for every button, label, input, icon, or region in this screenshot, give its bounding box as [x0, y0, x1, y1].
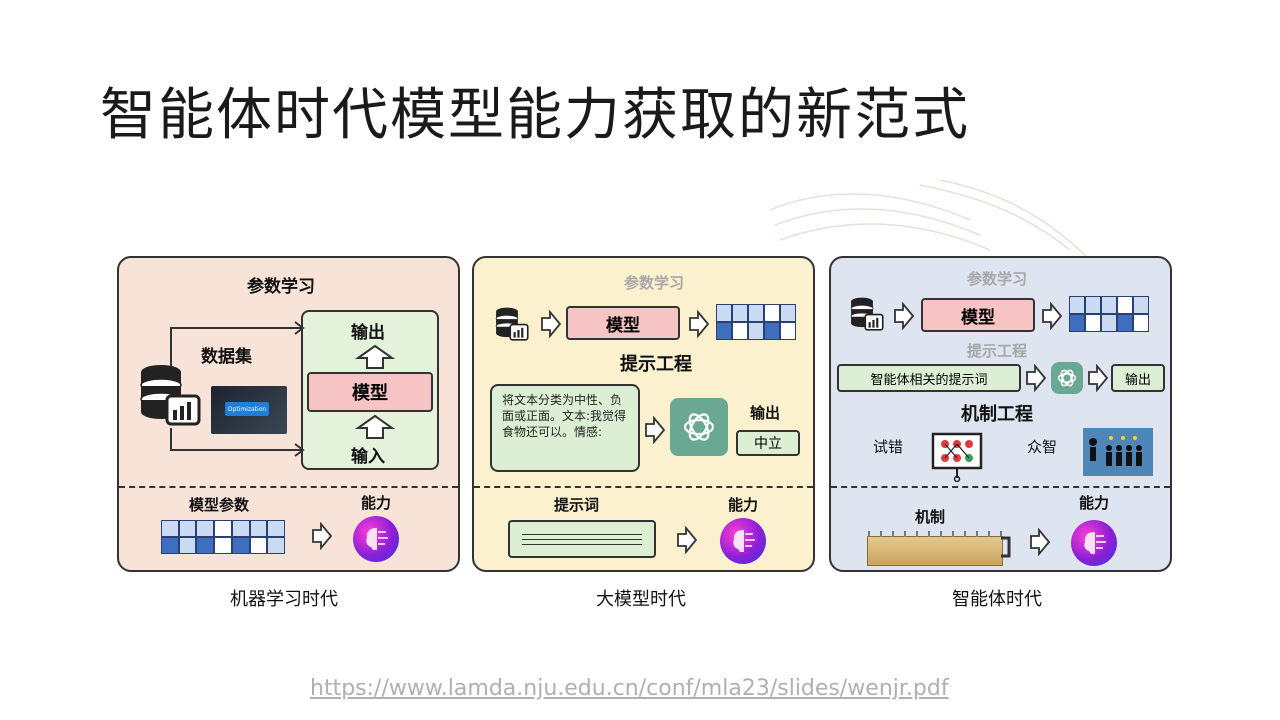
- model-box: 模型: [921, 298, 1035, 332]
- database-icon: [850, 297, 884, 331]
- prompt-engineering-label: 提示工程: [620, 354, 692, 375]
- ability-label: 能力: [728, 496, 759, 514]
- trial-label: 试错: [873, 438, 904, 456]
- divider: [831, 486, 1170, 488]
- prompt-example-text: 将文本分类为中性、负面或正面。文本:我觉得食物还可以。情感:: [502, 393, 627, 439]
- keyboard-photo: Optimization: [211, 386, 287, 434]
- right-arrow-icon: [1042, 302, 1063, 330]
- source-link[interactable]: https://www.lamda.nju.edu.cn/conf/mla23/…: [310, 676, 949, 701]
- right-arrow-icon: [1088, 364, 1109, 392]
- decorative-line-art: [770, 180, 1091, 261]
- right-arrow-icon: [1030, 528, 1051, 556]
- divider: [474, 486, 813, 488]
- panel-large-model: 参数学习 模型 提示工程 将文本分类为中性、负面或正面。文本:我觉得食物还可以。…: [472, 256, 815, 572]
- crowd-label: 众智: [1027, 438, 1058, 456]
- right-arrow-icon: [894, 302, 915, 330]
- slide-title: 智能体时代模型能力获取的新范式: [100, 83, 970, 148]
- output-value-box: 中立: [736, 430, 800, 456]
- mechanism-engineering-label: 机制工程: [961, 404, 1033, 425]
- prompt-example-box: 将文本分类为中性、负面或正面。文本:我觉得食物还可以。情感:: [490, 384, 640, 472]
- heading-param-learning-faded: 参数学习: [624, 274, 685, 292]
- prompt-word-label: 提示词: [554, 496, 600, 514]
- output-label: 输出: [750, 404, 781, 422]
- crowd-icon: [1083, 428, 1153, 476]
- output-box: 输出: [1111, 364, 1165, 392]
- panel-machine-learning: 参数学习 输出 模型 输入 数据集 Optimization 模型参数: [117, 256, 460, 572]
- caption-agent: 智能体时代: [952, 589, 1042, 610]
- heading-param-learning-faded: 参数学习: [967, 270, 1028, 288]
- right-arrow-icon: [312, 522, 333, 550]
- database-icon: [140, 365, 201, 426]
- clamp-icon: [1001, 536, 1011, 558]
- database-icon: [495, 307, 529, 341]
- model-params-label: 模型参数: [189, 496, 250, 514]
- up-arrow-icon: [355, 344, 395, 369]
- whiteboard-icon: [931, 432, 983, 482]
- up-arrow-icon: [355, 414, 395, 439]
- dataset-label: 数据集: [201, 347, 252, 367]
- model-box: 模型: [307, 372, 433, 412]
- model-box: 模型: [566, 306, 680, 340]
- prompt-word-box: [508, 520, 656, 558]
- divider: [119, 486, 458, 488]
- param-strip: [161, 520, 285, 554]
- param-strip: [716, 304, 796, 340]
- panel-agent: 参数学习 模型 提示工程 智能体相关的提示词 输出 机制工程 试错: [829, 256, 1172, 572]
- mechanism-board: [867, 531, 1003, 566]
- input-label: 输入: [351, 447, 385, 467]
- brain-icon: [353, 516, 399, 562]
- prompt-engineering-faded: 提示工程: [967, 342, 1028, 360]
- right-arrow-icon: [689, 310, 710, 338]
- chatgpt-logo-icon: [670, 398, 728, 456]
- brain-icon: [720, 518, 766, 564]
- connector-lines: [170, 321, 305, 457]
- chatgpt-logo-icon: [1051, 362, 1083, 394]
- optimization-key-label: Optimization: [227, 405, 267, 413]
- mechanism-label: 机制: [915, 508, 946, 526]
- right-arrow-icon: [645, 416, 666, 444]
- ability-label: 能力: [361, 494, 392, 512]
- caption-machine-learning: 机器学习时代: [230, 589, 338, 610]
- right-arrow-icon: [541, 310, 562, 338]
- output-label: 输出: [351, 323, 385, 343]
- brain-icon: [1071, 520, 1117, 566]
- heading-param-learning: 参数学习: [247, 277, 315, 297]
- right-arrow-icon: [677, 526, 698, 554]
- agent-prompt-box: 智能体相关的提示词: [837, 364, 1021, 392]
- param-strip: [1069, 296, 1149, 332]
- right-arrow-icon: [1026, 364, 1047, 392]
- ability-label: 能力: [1079, 494, 1110, 512]
- caption-large-model: 大模型时代: [596, 589, 686, 610]
